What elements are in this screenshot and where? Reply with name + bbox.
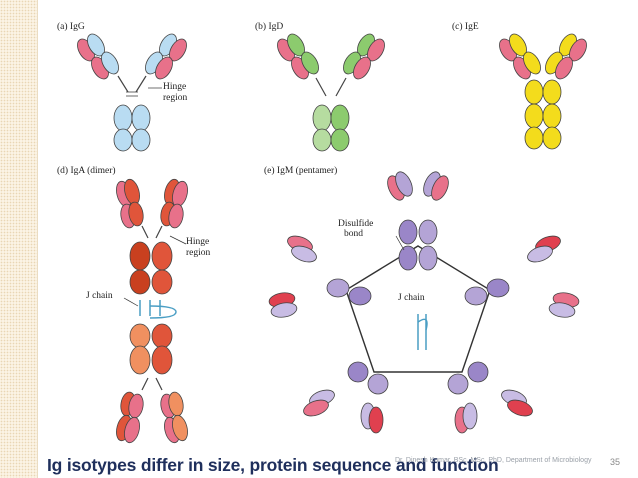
igg-ch1-domain-left xyxy=(101,51,119,75)
slide-caption: Ig isotypes differ in size, protein sequ… xyxy=(47,455,499,475)
igm-pentamer xyxy=(268,171,580,434)
igg-title: (a) IgG xyxy=(57,22,85,32)
decorative-side-strip xyxy=(0,0,37,478)
igg-hinge-label-line2: region xyxy=(163,93,188,103)
igm-j-chain-label: J chain xyxy=(398,293,425,303)
igg-ch3-domain xyxy=(113,128,133,152)
igd-antibody xyxy=(277,33,385,152)
igd-title: (b) IgD xyxy=(255,22,284,32)
igg-ch2-domain xyxy=(113,104,133,132)
igg-cl-domain-right xyxy=(155,56,173,80)
igm-disulfide-label-line1: Disulfide xyxy=(338,219,374,229)
igg-hinge-label-line1: Hinge xyxy=(163,82,187,92)
igm-disulfide-label-line2: bond xyxy=(344,229,363,239)
slide-footer: Dr. Dinesh Kumar, BSc, MSc, PhD, Departm… xyxy=(395,457,592,464)
iga-j-chain-label: J chain xyxy=(86,291,113,301)
iga-hinge-label-line2: region xyxy=(186,248,211,258)
igg-antibody xyxy=(77,33,187,152)
ige-title: (c) IgE xyxy=(452,22,479,32)
ige-antibody xyxy=(499,33,587,150)
side-divider xyxy=(37,0,38,478)
iga-title: (d) IgA (dimer) xyxy=(57,166,116,176)
page-number: 35 xyxy=(610,457,621,467)
igm-title: (e) IgM (pentamer) xyxy=(264,166,338,176)
iga-hinge-label-line1: Hinge xyxy=(186,237,210,247)
iga-dimer xyxy=(116,178,188,444)
